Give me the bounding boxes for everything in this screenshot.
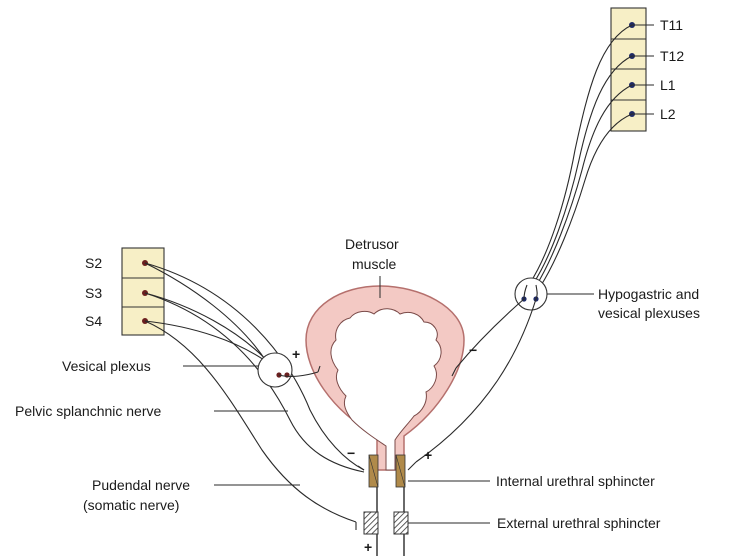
sign-pudendal-external: + bbox=[364, 539, 372, 555]
segment-label-s3: S3 bbox=[85, 285, 102, 301]
label-hypogastric-line2: vesical plexuses bbox=[598, 305, 700, 321]
hypogastric-plexus-ganglion bbox=[515, 278, 547, 310]
bladder bbox=[306, 286, 464, 470]
segment-label-s4: S4 bbox=[85, 313, 102, 329]
external-urethral-sphincter bbox=[364, 512, 408, 534]
segment-label-l2: L2 bbox=[660, 106, 676, 122]
segment-label-s2: S2 bbox=[85, 255, 102, 271]
label-pudendal-line2: (somatic nerve) bbox=[83, 497, 179, 513]
thoracolumbar-segments: T11 T12 L1 L2 bbox=[611, 8, 684, 131]
sign-hypogastric-detrusor: − bbox=[469, 342, 477, 358]
segment-label-l1: L1 bbox=[660, 77, 676, 93]
sign-vesical-detrusor: + bbox=[292, 346, 300, 362]
segment-label-t12: T12 bbox=[660, 48, 684, 64]
label-vesical-plexus: Vesical plexus bbox=[62, 358, 151, 374]
label-hypogastric-line1: Hypogastric and bbox=[598, 286, 699, 302]
label-pelvic-splanchnic: Pelvic splanchnic nerve bbox=[15, 403, 162, 419]
label-detrusor-line2: muscle bbox=[352, 256, 397, 272]
label-pudendal-line1: Pudendal nerve bbox=[92, 477, 190, 493]
label-external-sphincter: External urethral sphincter bbox=[497, 515, 661, 531]
segment-label-t11: T11 bbox=[660, 17, 683, 33]
sign-parasymp-internal: − bbox=[347, 445, 355, 461]
sign-symp-internal: + bbox=[424, 447, 432, 463]
label-detrusor-line1: Detrusor bbox=[345, 236, 399, 252]
label-internal-sphincter: Internal urethral sphincter bbox=[496, 473, 655, 489]
